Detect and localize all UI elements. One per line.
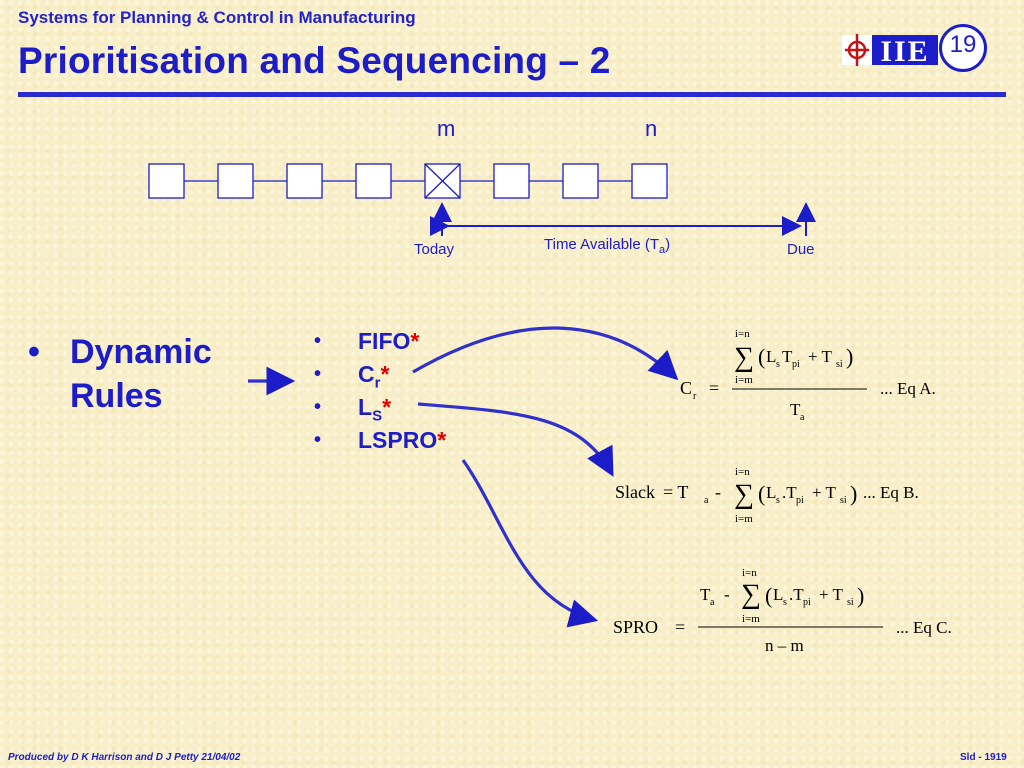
today-label: Today bbox=[414, 241, 455, 258]
list-item: • Cr* bbox=[314, 361, 390, 392]
svg-text:s: s bbox=[783, 597, 787, 608]
svg-text:(: ( bbox=[758, 344, 765, 369]
course-subtitle: Systems for Planning & Control in Manufa… bbox=[18, 8, 416, 27]
list-item: • FIFO* bbox=[314, 328, 420, 354]
slide-title: Prioritisation and Sequencing – 2 bbox=[18, 40, 611, 81]
svg-text:s: s bbox=[776, 359, 780, 370]
svg-text:.T: .T bbox=[789, 585, 804, 604]
svg-text:= T: = T bbox=[663, 482, 688, 502]
iie-logo: IIE bbox=[842, 34, 940, 68]
svg-text:s: s bbox=[776, 495, 780, 506]
svg-text:+ T: + T bbox=[812, 483, 837, 502]
svg-text:... Eq A.: ... Eq A. bbox=[880, 379, 936, 398]
job-box bbox=[631, 163, 668, 199]
slide-number-badge bbox=[939, 24, 987, 72]
job-box bbox=[493, 163, 530, 199]
svg-text:a: a bbox=[704, 495, 709, 506]
svg-text:i=m: i=m bbox=[735, 513, 753, 525]
time-available-label: Time Available (Ta) bbox=[544, 236, 671, 256]
arrow-ls-slack bbox=[417, 402, 614, 477]
svg-text:pi: pi bbox=[792, 359, 800, 370]
due-label: Due bbox=[787, 241, 815, 258]
list-item: • LSPRO* bbox=[314, 427, 447, 453]
svg-text:T: T bbox=[790, 400, 801, 419]
svg-text:si: si bbox=[840, 495, 847, 506]
svg-text:L: L bbox=[773, 585, 783, 604]
svg-text:... Eq B.: ... Eq B. bbox=[863, 483, 919, 502]
svg-text:∑: ∑ bbox=[741, 579, 761, 610]
title-divider bbox=[18, 92, 1006, 97]
svg-text:=: = bbox=[709, 378, 719, 398]
rules-list: • FIFO* • Cr* • LS* • LSPRO* bbox=[314, 328, 504, 460]
svg-text:pi: pi bbox=[796, 495, 804, 506]
svg-text:n – m: n – m bbox=[765, 636, 804, 655]
svg-text:i=n: i=n bbox=[735, 466, 750, 478]
svg-text:i=n: i=n bbox=[735, 328, 750, 340]
svg-text:(: ( bbox=[758, 481, 765, 506]
svg-text:(: ( bbox=[765, 583, 772, 608]
svg-text:C: C bbox=[680, 378, 692, 398]
svg-text:r: r bbox=[693, 391, 697, 402]
svg-text:T: T bbox=[782, 347, 793, 366]
main-bullet: Dynamic Rules bbox=[70, 333, 212, 415]
footer-slide-id: Sld - 1919 bbox=[960, 752, 1007, 763]
svg-text:a: a bbox=[800, 412, 805, 423]
timeline-label-n: n bbox=[645, 116, 658, 141]
job-box bbox=[355, 163, 392, 199]
svg-text:L: L bbox=[766, 347, 776, 366]
arrow-lspro-spro bbox=[461, 459, 599, 628]
logo-text: IIE bbox=[880, 35, 929, 68]
job-box bbox=[148, 163, 185, 199]
svg-text:=: = bbox=[675, 617, 685, 637]
main-bullet-marker: • bbox=[28, 333, 40, 371]
svg-text:si: si bbox=[847, 597, 854, 608]
svg-text:): ) bbox=[850, 481, 857, 506]
svg-text:∑: ∑ bbox=[734, 342, 754, 373]
timeline-label-m: m bbox=[437, 116, 456, 141]
list-item: • LS* bbox=[314, 394, 392, 425]
svg-text:a: a bbox=[710, 597, 715, 608]
job-box bbox=[217, 163, 254, 199]
svg-text:): ) bbox=[846, 344, 853, 369]
slide-number: 19 bbox=[949, 31, 977, 58]
svg-text:Slack: Slack bbox=[615, 482, 655, 502]
svg-text:L: L bbox=[766, 483, 776, 502]
svg-text:T: T bbox=[700, 585, 711, 604]
svg-text:+ T: + T bbox=[819, 585, 844, 604]
svg-text:∑: ∑ bbox=[734, 479, 754, 510]
job-box bbox=[562, 163, 599, 199]
arrow-fifo-cr bbox=[412, 326, 679, 381]
job-box bbox=[286, 163, 323, 199]
svg-text:si: si bbox=[836, 359, 843, 370]
svg-text:i=n: i=n bbox=[742, 567, 757, 579]
svg-text:i=m: i=m bbox=[735, 374, 753, 386]
svg-text:SPRO: SPRO bbox=[613, 617, 658, 637]
svg-text:-: - bbox=[715, 482, 721, 502]
footer-credit: Produced by D K Harrison and D J Petty 2… bbox=[8, 752, 241, 763]
svg-text:-: - bbox=[724, 585, 730, 604]
svg-text:): ) bbox=[857, 583, 864, 608]
svg-text:.T: .T bbox=[782, 483, 797, 502]
svg-text:pi: pi bbox=[803, 597, 811, 608]
svg-text:+ T: + T bbox=[808, 347, 833, 366]
svg-text:i=m: i=m bbox=[742, 613, 760, 625]
svg-text:... Eq C.: ... Eq C. bbox=[896, 618, 952, 637]
